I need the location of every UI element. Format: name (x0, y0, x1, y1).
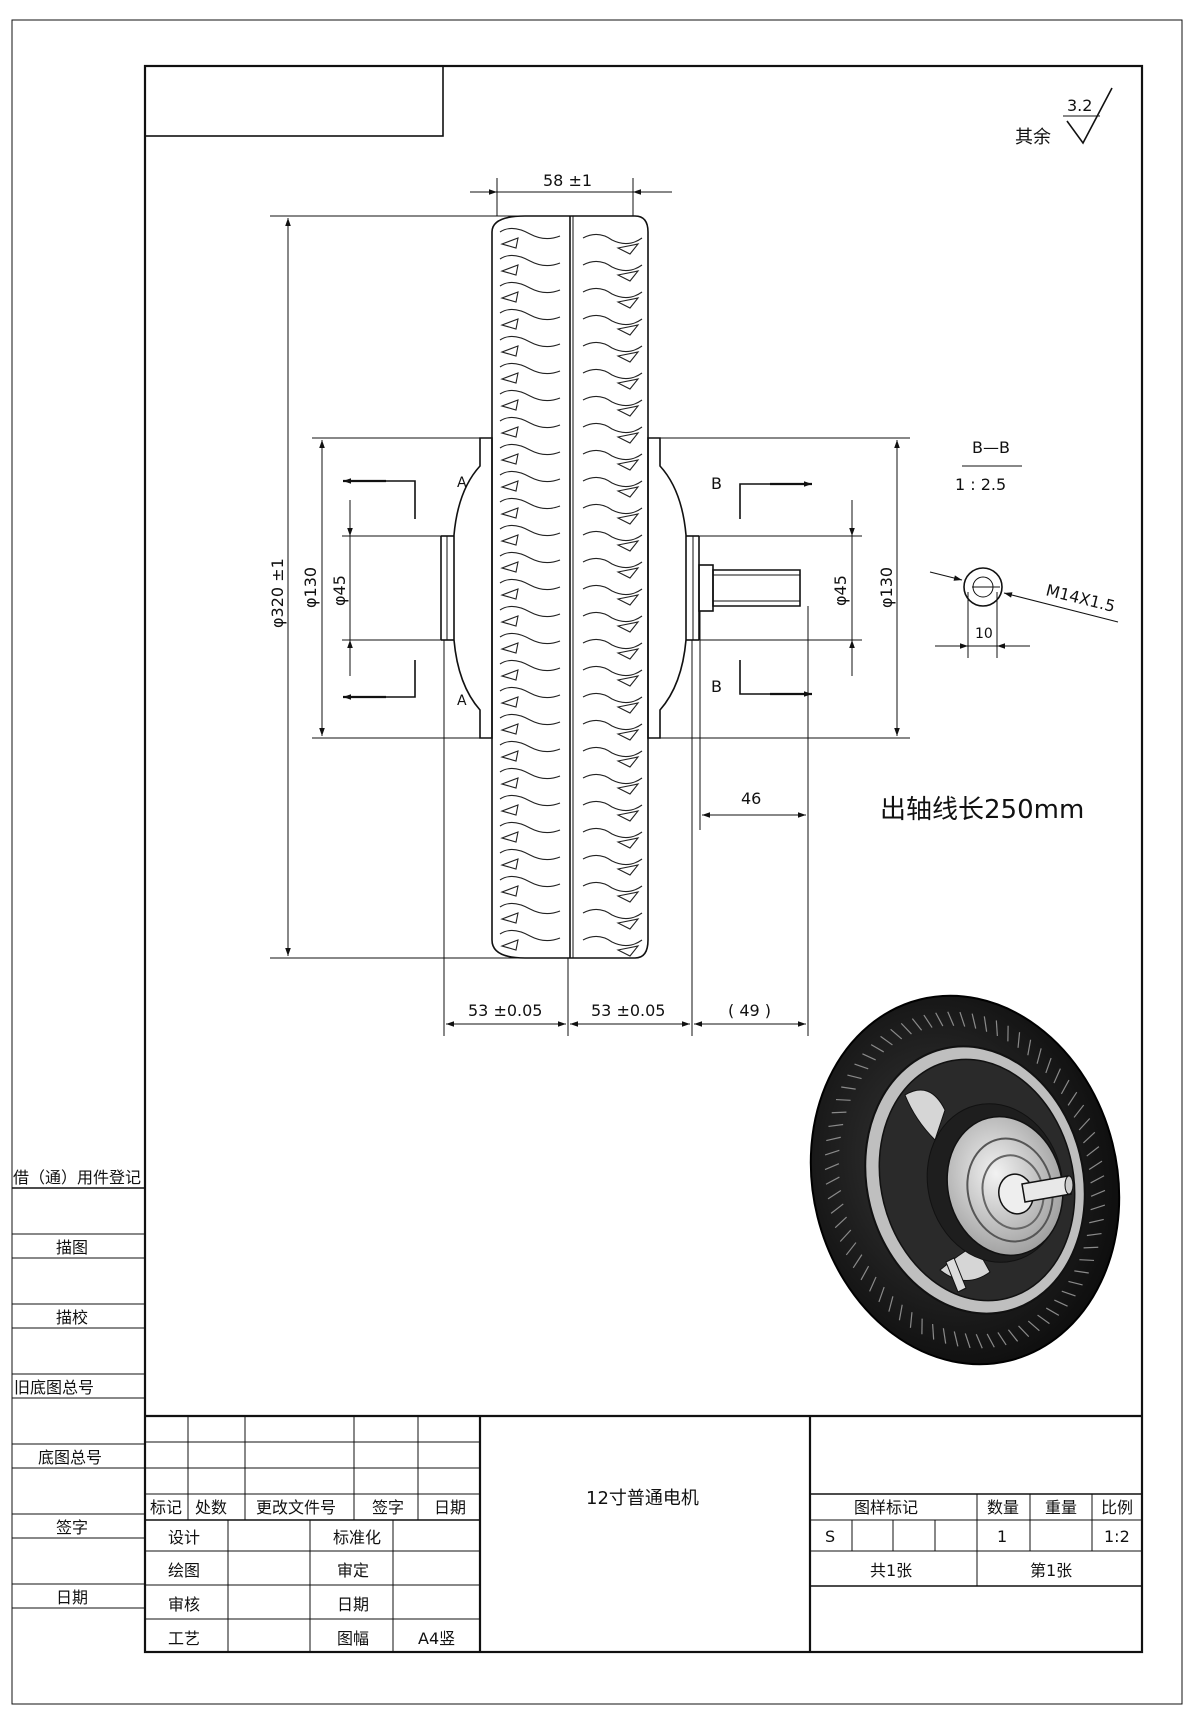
side-label-registry: 借（通）用件登记 (13, 1168, 141, 1187)
side-label-signature: 签字 (56, 1518, 88, 1537)
side-label-old-base-no: 旧底图总号 (14, 1378, 94, 1397)
signoff-date: 日期 (337, 1595, 369, 1614)
sheet-border (11, 19, 1183, 1705)
signoff-format: 图幅 (337, 1629, 369, 1648)
dimension-lines (270, 178, 910, 1036)
tread-pattern (499, 227, 643, 957)
detail-title: B—B (972, 438, 1010, 457)
info-total-sheets: 共1张 (870, 1561, 912, 1580)
roughness-symbol: 其余 3.2 (1015, 87, 1113, 148)
dim-hub-130-right: φ130 (877, 567, 896, 608)
dim-shaft-ref-49: ( 49 ) (728, 1001, 771, 1020)
info-stage: S (825, 1527, 835, 1546)
wheel-front-view (440, 215, 801, 959)
section-label-b-bottom: B (711, 677, 722, 696)
revision-header-signature: 签字 (372, 1498, 404, 1517)
roughness-value: 3.2 (1067, 96, 1092, 115)
info-header-mark: 图样标记 (854, 1498, 918, 1517)
title-block: 标记 处数 更改文件号 签字 日期 设计 标准化 绘图 审定 审核 日期 工艺 … (145, 1414, 1142, 1652)
info-block: 图样标记 数量 重量 比例 S 1 1:2 共1张 第1张 (810, 1493, 1142, 1587)
section-label-a-bottom: A (457, 693, 467, 709)
signoff-drawing: 绘图 (168, 1561, 200, 1580)
info-header-scale: 比例 (1101, 1498, 1133, 1517)
signoff-design: 设计 (168, 1528, 200, 1547)
section-label-a-top: A (457, 475, 467, 491)
revision-header-mark: 标记 (150, 1498, 182, 1517)
side-registry-table: 借（通）用件登记 描图 描校 旧底图总号 底图总号 签字 日期 (12, 1168, 145, 1609)
dim-diameter-320: φ320 ±1 (268, 558, 287, 628)
side-label-date: 日期 (56, 1588, 88, 1607)
detail-section-bb: B—B 1 : 2.5 M14X1.5 10 (929, 438, 1119, 658)
detail-thread: M14X1.5 (1044, 580, 1117, 616)
dim-bore-45-left: φ45 (330, 575, 349, 606)
signoff-format-value: A4竖 (418, 1629, 455, 1648)
side-label-tracing: 描图 (56, 1238, 88, 1257)
detail-width: 10 (975, 626, 993, 642)
revision-header-date: 日期 (434, 1498, 466, 1517)
revision-header-count: 处数 (195, 1498, 227, 1517)
revision-block: 标记 处数 更改文件号 签字 日期 (145, 1416, 480, 1521)
roughness-label: 其余 (1015, 127, 1051, 148)
info-qty: 1 (997, 1527, 1007, 1546)
info-sheet-no: 第1张 (1030, 1561, 1072, 1580)
signoff-standardization: 标准化 (333, 1528, 381, 1547)
signoff-process: 工艺 (168, 1629, 200, 1648)
section-label-b-top: B (711, 474, 722, 493)
dim-half-width-left: 53 ±0.05 (468, 1001, 542, 1020)
dim-shaft-46: 46 (741, 789, 761, 808)
dim-bore-45-right: φ45 (831, 575, 850, 606)
dimension-texts: 58 ±1 φ320 ±1 φ130 φ45 φ45 φ130 53 ±0.05… (268, 171, 896, 1020)
info-header-weight: 重量 (1045, 1498, 1077, 1517)
iso-tread-pattern (824, 1011, 1106, 1349)
side-label-trace-check: 描校 (56, 1308, 88, 1327)
revision-header-doc-no: 更改文件号 (256, 1498, 336, 1517)
section-indicators: A A B B (343, 474, 812, 709)
dim-hub-130-left: φ130 (301, 567, 320, 608)
info-scale: 1:2 (1104, 1527, 1130, 1546)
shaft-length-note: 出轴线长250mm (880, 795, 1084, 825)
side-label-base-no: 底图总号 (38, 1448, 102, 1467)
dim-width-58: 58 ±1 (543, 171, 592, 190)
wheel-isometric-view (809, 994, 1121, 1366)
dim-half-width-right: 53 ±0.05 (591, 1001, 665, 1020)
drawing-title: 12寸普通电机 (586, 1488, 699, 1509)
signoff-check: 审核 (168, 1595, 200, 1614)
signoff-block: 设计 标准化 绘图 审定 审核 日期 工艺 图幅 A4竖 (145, 1520, 480, 1652)
info-header-qty: 数量 (987, 1498, 1019, 1517)
signoff-approval: 审定 (337, 1561, 369, 1580)
detail-scale: 1 : 2.5 (955, 475, 1006, 494)
